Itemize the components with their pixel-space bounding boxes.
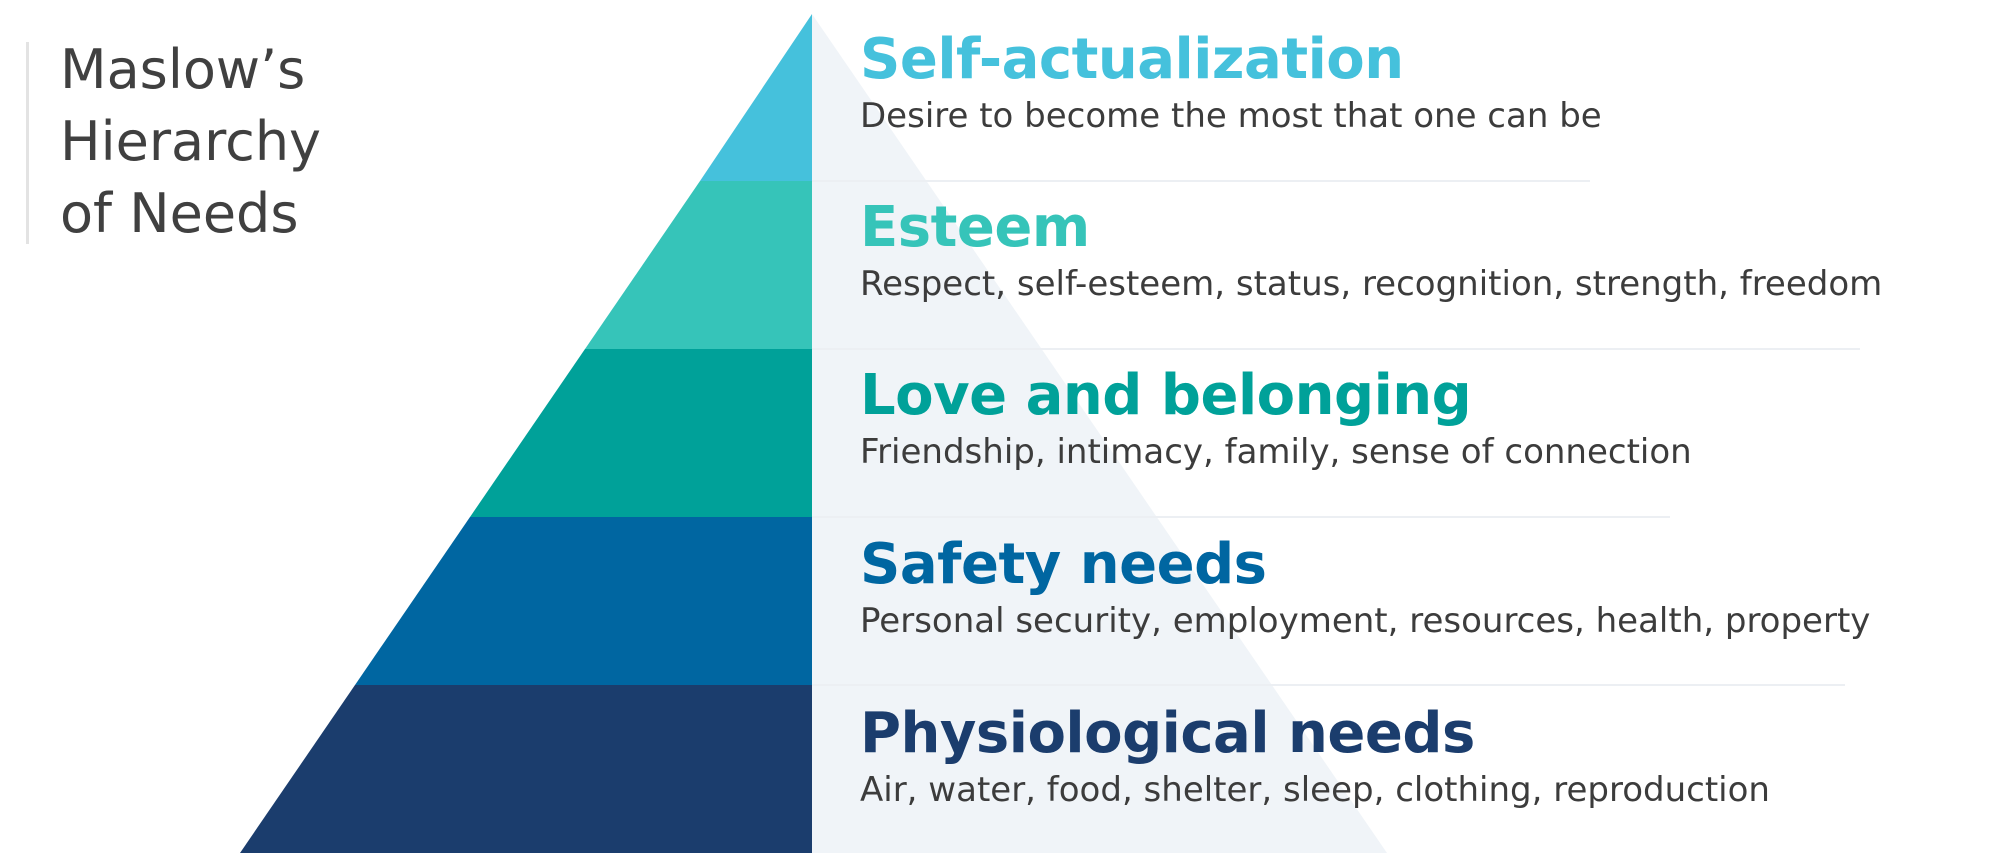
level-name-physiological: Physiological needs	[860, 701, 1475, 766]
level-desc-self-actualization: Desire to become the most that one can b…	[860, 96, 1602, 136]
level-safety: Safety needs Personal security, employme…	[860, 531, 1870, 643]
level-desc-love-and-belonging: Friendship, intimacy, family, sense of c…	[860, 432, 1692, 472]
title-line-2: Hierarchy	[60, 110, 322, 173]
level-love-and-belonging: Love and belonging Friendship, intimacy,…	[860, 362, 1692, 474]
pyramid-tier-love-and-belonging	[470, 349, 812, 517]
pyramid-ghost-half	[812, 14, 1387, 853]
level-name-self-actualization: Self-actualization	[860, 27, 1404, 92]
level-desc-physiological: Air, water, food, shelter, sleep, clothi…	[860, 770, 1770, 810]
title-line-1: Maslow’s	[60, 38, 306, 101]
pyramid-tier-safety	[355, 517, 812, 685]
title-block: Maslow’s Hierarchy of Needs	[26, 38, 321, 245]
level-name-esteem: Esteem	[860, 195, 1090, 260]
level-physiological: Physiological needs Air, water, food, sh…	[860, 700, 1770, 812]
pyramid-tier-physiological	[240, 685, 812, 853]
page-title: Maslow’s Hierarchy of Needs	[60, 34, 321, 250]
level-self-actualization: Self-actualization Desire to become the …	[860, 26, 1602, 138]
pyramid-tier-esteem	[585, 181, 812, 349]
pyramid-tier-self-actualization	[700, 14, 812, 181]
level-name-love-and-belonging: Love and belonging	[860, 363, 1472, 428]
title-line-3: of Needs	[60, 182, 299, 245]
level-desc-esteem: Respect, self-esteem, status, recognitio…	[860, 264, 1883, 304]
level-name-safety: Safety needs	[860, 532, 1267, 597]
level-desc-safety: Personal security, employment, resources…	[860, 601, 1871, 641]
level-esteem: Esteem Respect, self-esteem, status, rec…	[860, 194, 1882, 306]
